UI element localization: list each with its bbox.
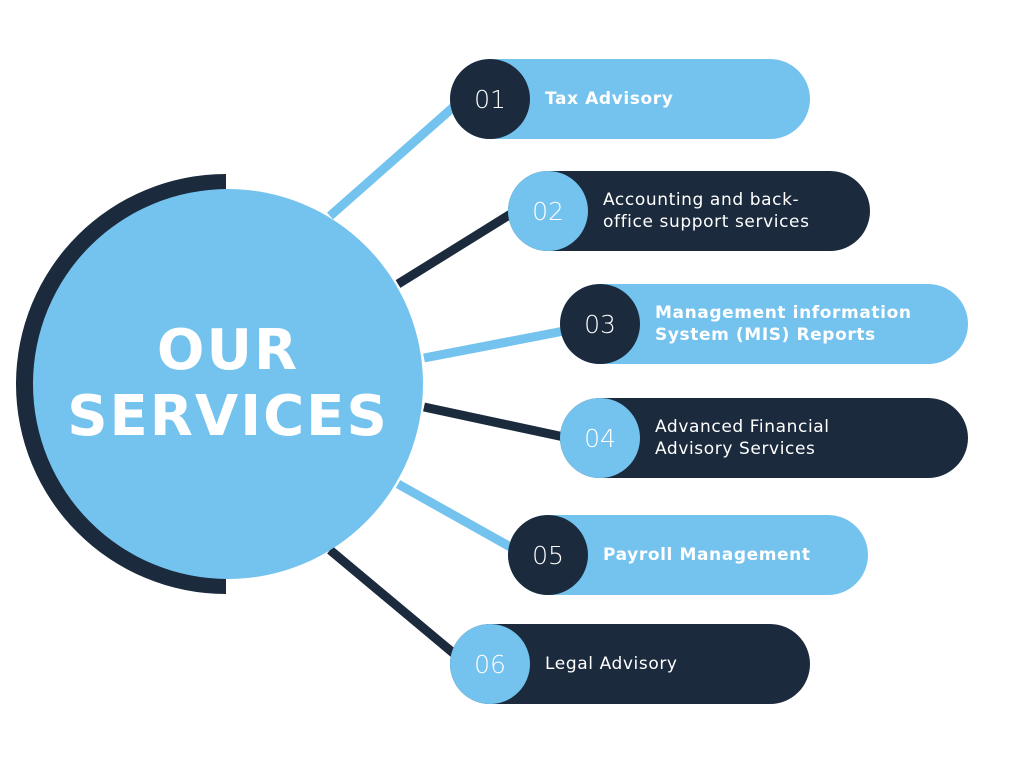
service-number: 03	[560, 284, 640, 364]
connector-line-02	[395, 208, 517, 288]
service-item-03: 03 Management information System (MIS) R…	[560, 284, 968, 364]
service-number: 04	[560, 398, 640, 478]
connector-line-05	[395, 480, 517, 553]
title-line-2: SERVICES	[67, 384, 389, 449]
service-label: Advanced Financial Advisory Services	[655, 417, 830, 459]
service-item-02: 02 Accounting and back- office support s…	[508, 171, 870, 251]
service-label: Legal Advisory	[545, 654, 678, 674]
connector-line-01	[327, 99, 461, 220]
service-item-01: 01 Tax Advisory	[450, 59, 810, 139]
service-item-06: 06 Legal Advisory	[450, 624, 810, 704]
service-number: 06	[450, 624, 530, 704]
page-title: OUR SERVICES	[34, 188, 422, 580]
connector-line-04	[423, 402, 565, 442]
service-number: 01	[450, 59, 530, 139]
service-label: Accounting and back- office support serv…	[603, 190, 810, 232]
connector-line-06	[327, 546, 461, 661]
service-item-04: 04 Advanced Financial Advisory Services	[560, 398, 968, 478]
service-number: 02	[508, 171, 588, 251]
service-label: Management information System (MIS) Repo…	[655, 303, 912, 345]
title-line-1: OUR	[156, 318, 300, 383]
connector-line-03	[423, 326, 565, 363]
service-label: Payroll Management	[603, 545, 811, 565]
hub-circle	[33, 189, 423, 579]
service-number: 05	[508, 515, 588, 595]
service-label: Tax Advisory	[545, 89, 674, 109]
service-item-05: 05 Payroll Management	[508, 515, 868, 595]
